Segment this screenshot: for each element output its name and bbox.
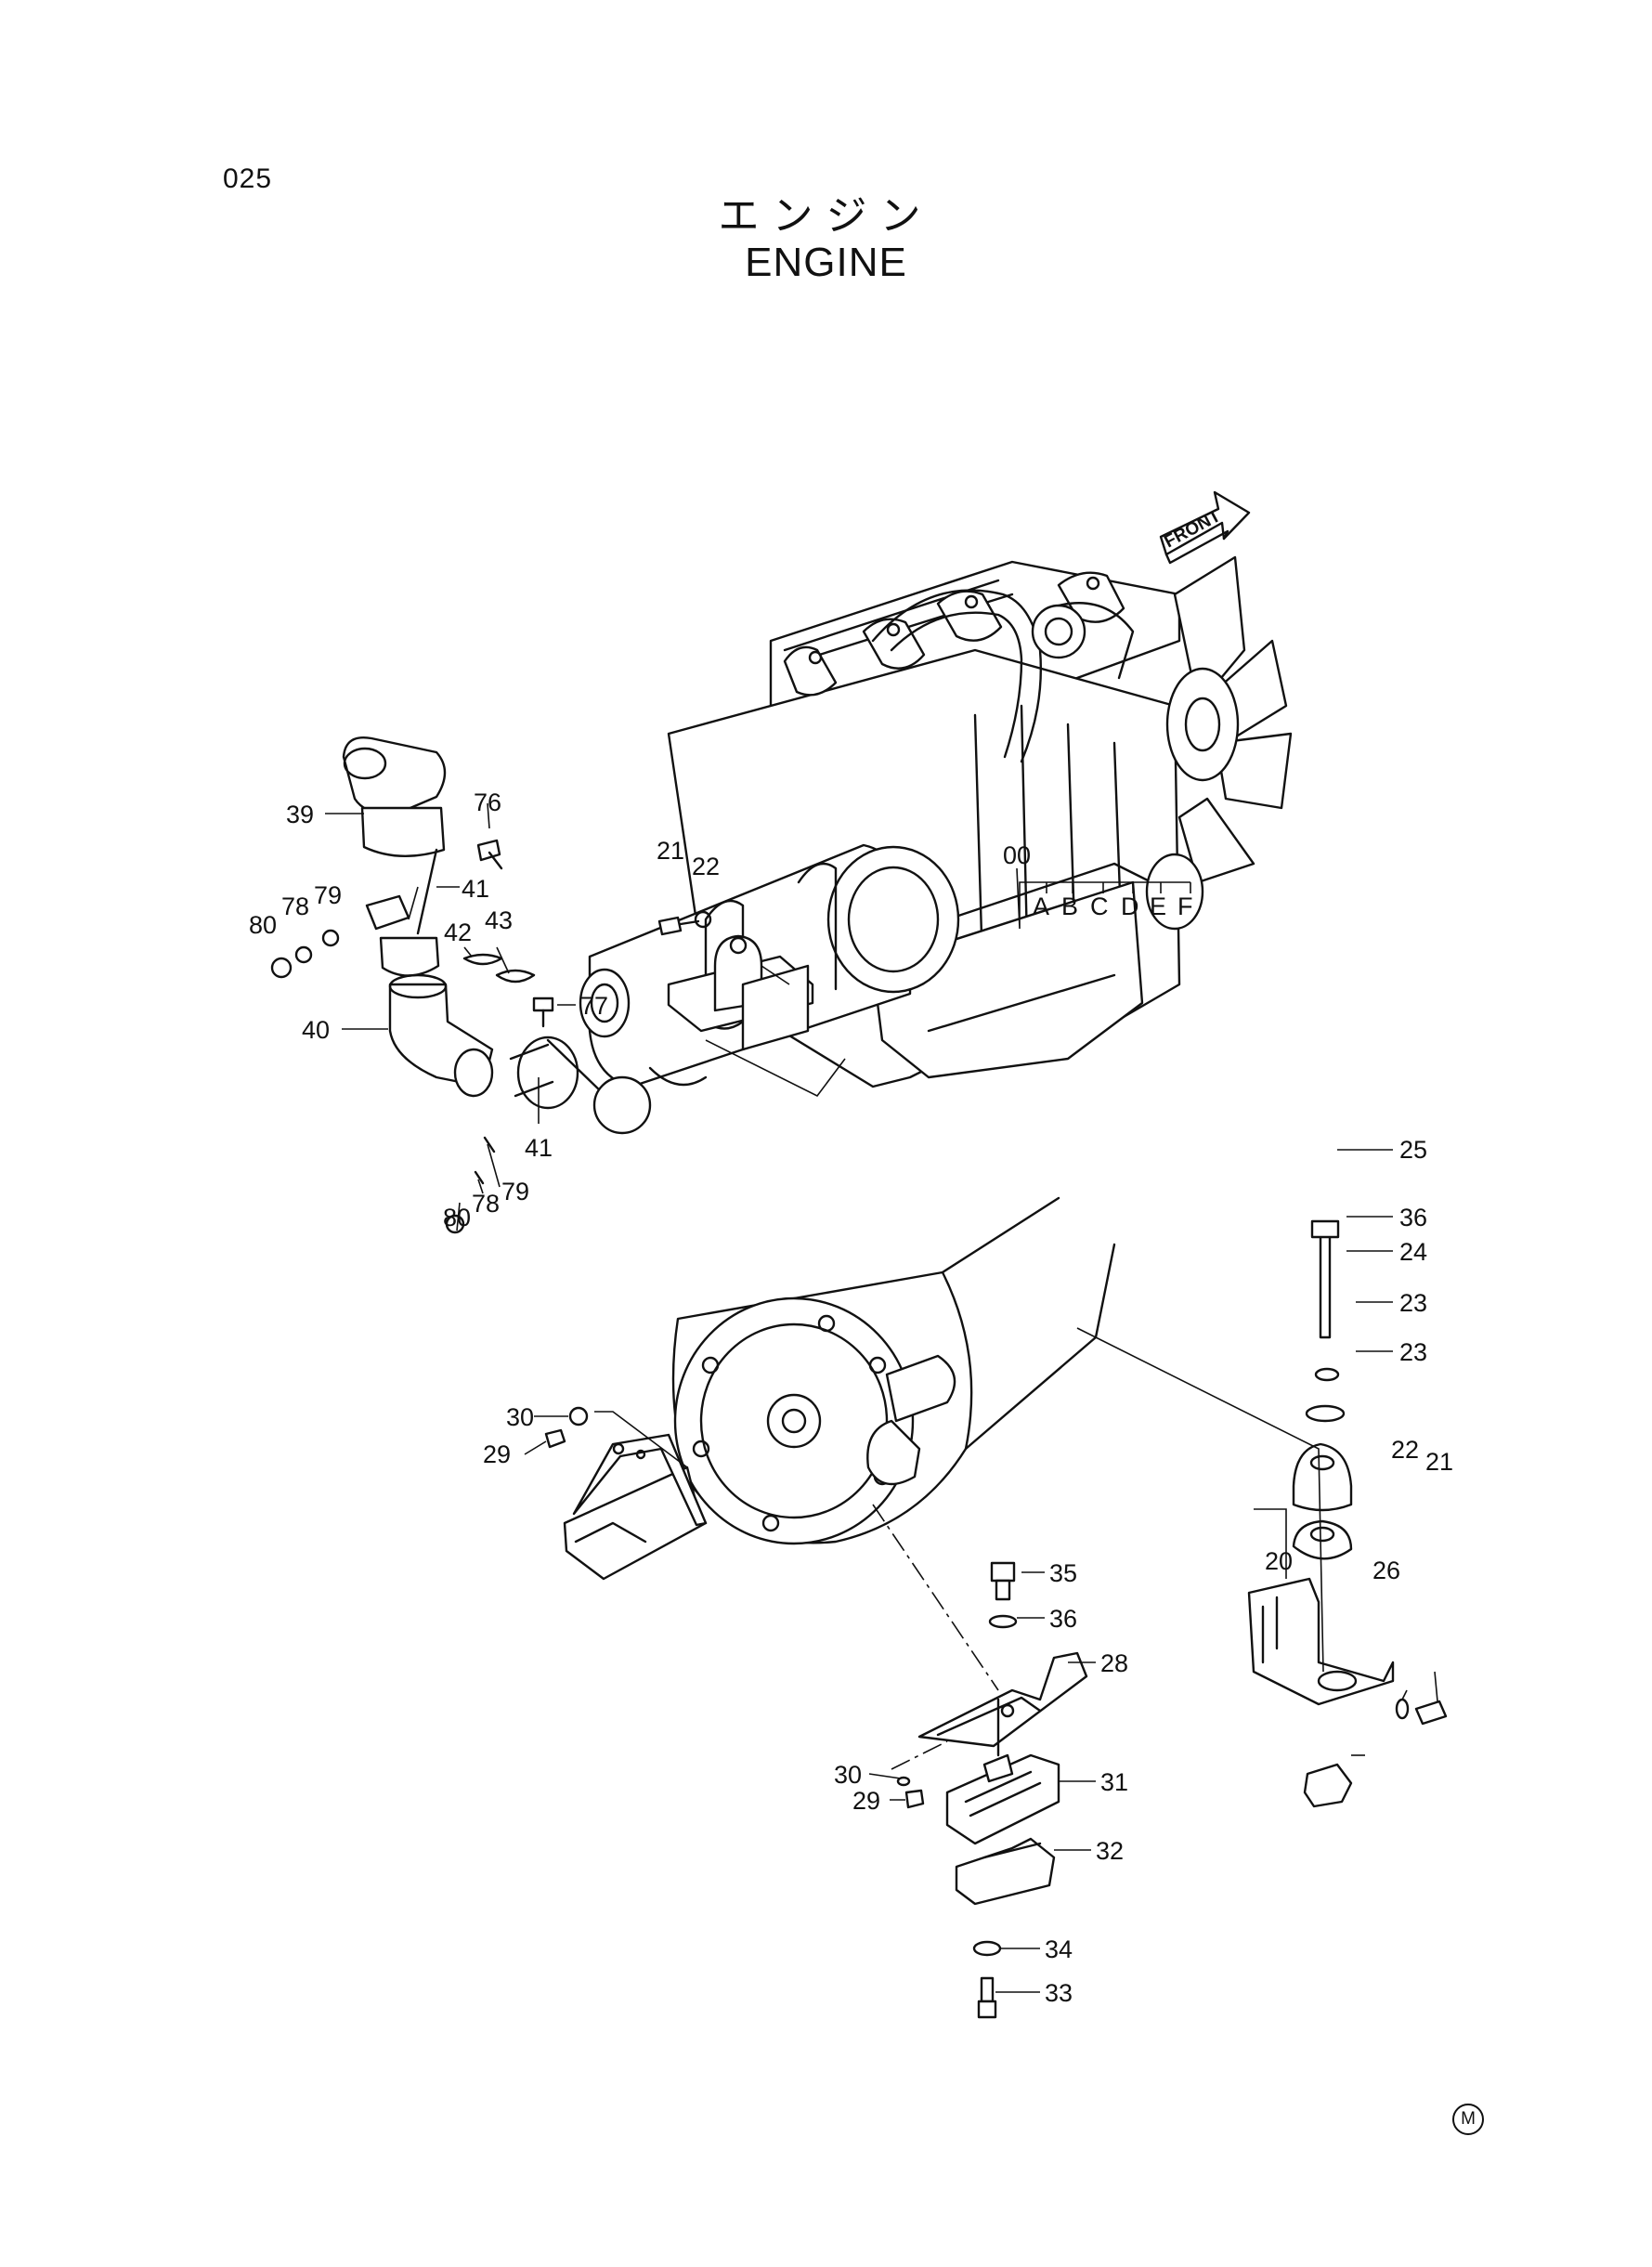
variant-f: F [1177, 892, 1193, 920]
callout-26: 26 [1372, 1557, 1400, 1584]
callout-labels: 00 A B C D E F 39 76 41 79 78 80 42 43 4… [249, 788, 1453, 2007]
top-mount-bracket [657, 910, 846, 1098]
page-title-japanese: エンジン [718, 192, 934, 240]
callout-36: 36 [1399, 1204, 1427, 1231]
variant-indicator [1016, 867, 1191, 930]
air-intake-group [270, 736, 652, 1234]
callout-25: 25 [1399, 1136, 1427, 1164]
callout-23b: 23 [1399, 1338, 1427, 1366]
callout-20: 20 [1265, 1547, 1293, 1575]
right-mount-stack [1076, 1219, 1448, 1808]
callout-22: 22 [692, 853, 720, 880]
callout-35: 35 [1049, 1559, 1077, 1587]
page-number: 025 [223, 163, 273, 194]
callout-43: 43 [485, 906, 513, 934]
callout-32: 32 [1096, 1837, 1124, 1865]
callout-23: 23 [1399, 1289, 1427, 1317]
callout-76: 76 [474, 788, 501, 816]
callout-30: 30 [506, 1403, 534, 1431]
callout-80: 80 [249, 911, 277, 939]
engine-assembly [579, 555, 1293, 1545]
bottom-mount-stack [872, 1504, 1088, 2019]
variant-b: B [1061, 892, 1078, 920]
callout-40: 40 [302, 1016, 330, 1044]
callout-41b: 41 [525, 1134, 553, 1162]
callout-33: 33 [1045, 1979, 1073, 2007]
callout-80b: 80 [443, 1204, 471, 1231]
callout-24: 24 [1399, 1238, 1427, 1266]
callout-21: 21 [657, 837, 684, 865]
callout-36b: 36 [1049, 1605, 1077, 1633]
callout-21b: 21 [1425, 1448, 1453, 1476]
callout-78b: 78 [472, 1190, 500, 1218]
callout-29: 29 [483, 1440, 511, 1468]
rear-left-mount [544, 1406, 708, 1581]
callout-41: 41 [462, 875, 489, 903]
variant-a: A [1033, 892, 1049, 920]
callout-29b: 29 [852, 1787, 880, 1815]
variant-d: D [1121, 892, 1139, 920]
callout-31: 31 [1100, 1768, 1128, 1796]
callout-39: 39 [286, 801, 314, 828]
leader-lines [325, 802, 1438, 1993]
callout-28: 28 [1100, 1649, 1128, 1677]
front-label: FRONT [1161, 506, 1224, 552]
callout-79b: 79 [501, 1178, 529, 1205]
variant-e: E [1150, 892, 1166, 920]
callout-77: 77 [580, 992, 608, 1020]
callout-78: 78 [281, 892, 309, 920]
callout-30b: 30 [834, 1761, 862, 1789]
callout-00: 00 [1003, 841, 1031, 869]
callout-42: 42 [444, 919, 472, 946]
page-title: ENGINE [745, 240, 907, 285]
callout-22b: 22 [1391, 1436, 1419, 1464]
callout-79: 79 [314, 881, 342, 909]
callout-34: 34 [1045, 1935, 1073, 1963]
variant-c: C [1090, 892, 1109, 920]
footer-mark: M [1452, 2104, 1484, 2135]
front-arrow-icon: FRONT [1159, 490, 1251, 565]
